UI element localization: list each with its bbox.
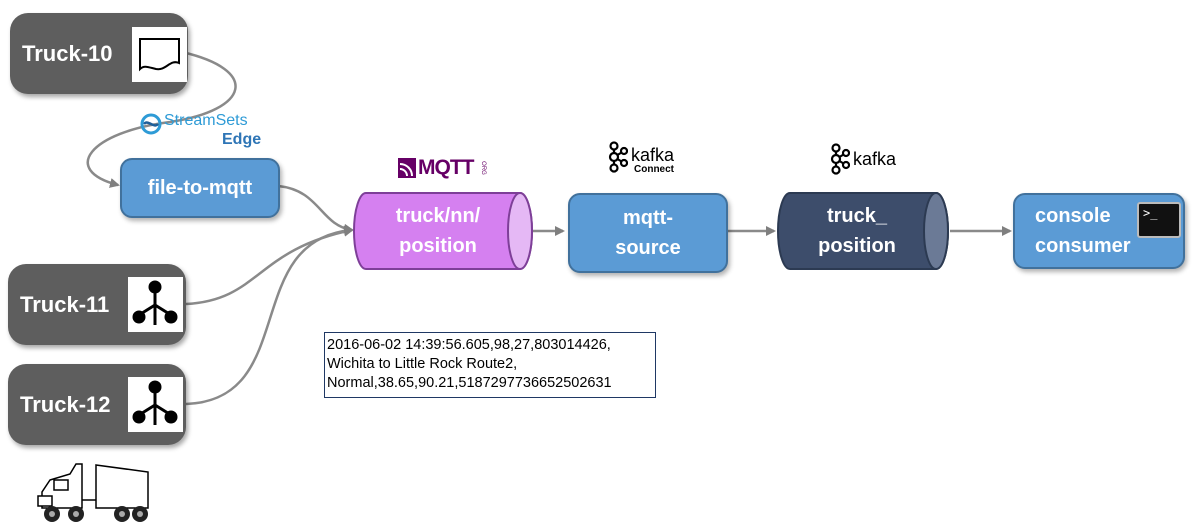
edge-pipeline-label: file-to-mqtt bbox=[147, 177, 253, 199]
kafka-connect-logo-text: kafka bbox=[631, 145, 675, 165]
streamsets-brand: StreamSets bbox=[164, 112, 248, 129]
edge-pipeline-file-to-mqtt[interactable]: file-to-mqtt bbox=[120, 158, 280, 218]
truck-10-label: Truck-10 bbox=[22, 40, 113, 66]
sample-message-line: Normal,38.65,90.21,5187297736652502631 bbox=[327, 375, 612, 391]
streamsets-icon bbox=[140, 113, 162, 135]
mqtt-logo-small: ORG bbox=[479, 161, 486, 175]
streamsets-edge-label: Edge bbox=[222, 131, 262, 148]
sample-message-box: 2016-06-02 14:39:56.605,98,27,803014426,… bbox=[324, 332, 656, 398]
truck-11-label: Truck-11 bbox=[20, 291, 110, 317]
mqtt-signal-icon bbox=[398, 158, 416, 178]
arrow-truck12-to-mqtt bbox=[185, 225, 354, 406]
file-icon bbox=[132, 27, 187, 82]
truck-image bbox=[36, 460, 152, 526]
kafka-topic-line1: truck_ bbox=[826, 205, 888, 227]
sample-message-line: Wichita to Little Rock Route2, bbox=[327, 356, 518, 372]
arrow-truck10-to-edge bbox=[86, 50, 237, 188]
truck-12-label: Truck-12 bbox=[20, 391, 111, 417]
streamsets-logo: StreamSets Edge bbox=[140, 110, 270, 150]
kafka-connect-logo: kafka Connect bbox=[606, 141, 696, 181]
kafka-topic-cylinder[interactable] bbox=[777, 192, 949, 270]
mqtt-topic-label: truck/nn/ position bbox=[356, 199, 520, 263]
mqtt-topic-line2: position bbox=[399, 235, 477, 257]
terminal-prompt: >_ bbox=[1143, 206, 1158, 220]
truck-11-source[interactable]: Truck-11 bbox=[8, 264, 186, 345]
connector-line1: mqtt- bbox=[623, 207, 673, 229]
arrow-edge-to-mqtt bbox=[277, 184, 354, 234]
kafka-icon bbox=[830, 143, 850, 175]
mqtt-logo: MQTT ORG bbox=[398, 156, 488, 180]
connector-line2: source bbox=[615, 237, 681, 259]
kafka-icon bbox=[608, 141, 628, 173]
hierarchy-icon bbox=[128, 277, 183, 332]
arrow-truck11-to-mqtt bbox=[185, 226, 354, 306]
hierarchy-icon bbox=[128, 377, 183, 432]
terminal-icon: >_ bbox=[1137, 202, 1181, 238]
truck-12-source[interactable]: Truck-12 bbox=[8, 364, 186, 445]
kafka-connect-mqtt-source[interactable]: mqtt- source bbox=[568, 193, 728, 273]
truck-10-source[interactable]: Truck-10 bbox=[10, 13, 188, 94]
mqtt-topic-line1: truck/nn/ bbox=[395, 205, 481, 227]
console-consumer[interactable]: console consumer >_ bbox=[1013, 193, 1185, 269]
mqtt-logo-text: MQTT bbox=[418, 156, 474, 179]
kafka-logo-text: kafka bbox=[853, 149, 897, 169]
mqtt-topic-cylinder[interactable] bbox=[353, 192, 533, 270]
kafka-logo: kafka bbox=[828, 143, 908, 177]
kafka-topic-line2: position bbox=[818, 235, 896, 257]
sample-message-line: 2016-06-02 14:39:56.605,98,27,803014426, bbox=[327, 337, 611, 353]
consumer-line2: consumer bbox=[1035, 235, 1131, 257]
kafka-topic-label: truck_ position bbox=[778, 199, 936, 263]
kafka-connect-logo-sub: Connect bbox=[634, 164, 674, 175]
consumer-line1: console bbox=[1035, 205, 1111, 227]
